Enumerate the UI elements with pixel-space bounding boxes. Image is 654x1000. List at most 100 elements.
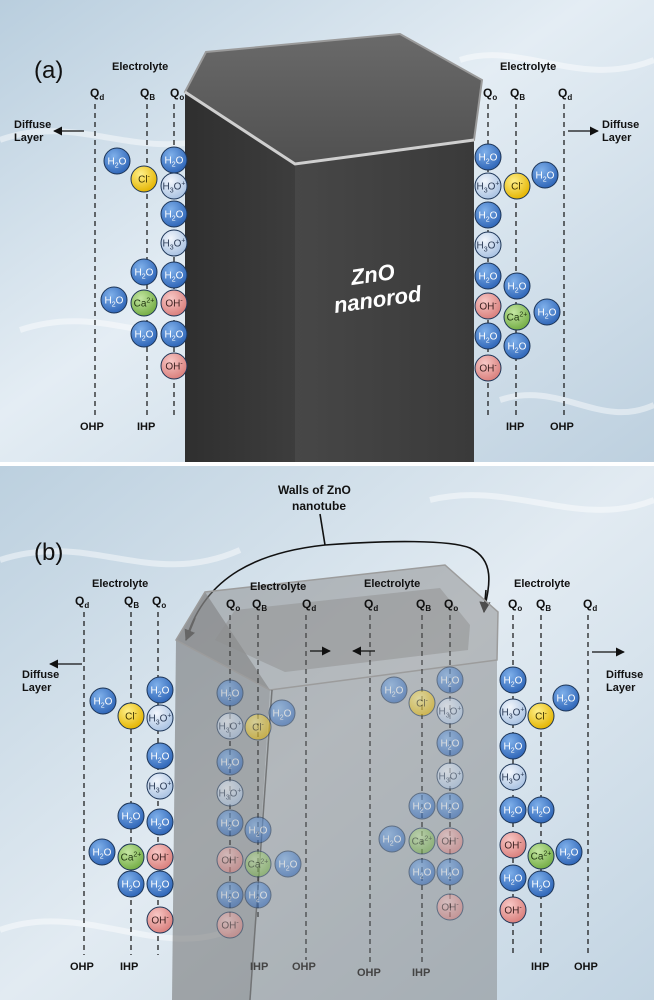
water-molecule-label: H2O [221, 758, 240, 771]
water-molecule-text-part: H [560, 848, 567, 859]
hydroxide-ion: OH- [160, 289, 188, 317]
water-molecule: H2O [100, 286, 128, 314]
water-molecule-text-part: 2 [567, 854, 571, 861]
water-molecule: H2O [146, 742, 174, 770]
hydronium-ion-text-part: O [513, 708, 521, 719]
b-outer-left-plane-labels: Qd QB Qo [75, 594, 166, 610]
water-molecule-text-part: O [146, 330, 154, 341]
water-molecule-sphere [380, 676, 408, 704]
panel-b-background [0, 466, 654, 1000]
nanotube-inner-opening [215, 588, 470, 672]
chloride-ion-label: Cl- [125, 711, 137, 723]
water-molecule-text-part: H [165, 330, 172, 341]
hydroxide-ion-label: OH- [151, 915, 169, 927]
a-right-plane-labels: Qo QB Qd [483, 86, 572, 102]
water-molecule: H2O [89, 687, 117, 715]
water-molecule-text-part: 2 [486, 159, 490, 166]
hydronium-ion-text-part: H [501, 708, 508, 719]
chloride-ion-text-part: Cl [252, 723, 261, 734]
hydroxide-ion: OH- [499, 896, 527, 924]
hydronium-ion-text-part: + [181, 181, 185, 188]
water-molecule-text-part: 2 [101, 703, 105, 710]
hydronium-ion-sphere [160, 229, 188, 257]
hydroxide-ion-text-part: - [236, 855, 239, 862]
hydronium-ion-text-part: 3 [509, 779, 513, 786]
hydronium-ion-text-part: H [438, 772, 445, 783]
a-left-qd: Qd [90, 86, 104, 102]
hydronium-ion-label: H3O+ [501, 707, 524, 721]
water-molecule-label: H2O [532, 880, 551, 893]
water-molecule-text-part: O [515, 676, 523, 687]
water-molecule-text-part: 2 [448, 808, 452, 815]
chloride-ion-sphere [408, 689, 436, 717]
hydronium-ion-text-part: + [520, 707, 524, 714]
hydroxide-ion-text-part: - [494, 363, 497, 370]
water-molecule-text-part: O [146, 268, 154, 279]
water-molecule: H2O [499, 666, 527, 694]
water-molecule-text-part: H [504, 676, 511, 687]
calcium-ion: Ca2+ [408, 827, 436, 855]
chloride-ion-sphere [503, 172, 531, 200]
water-molecule-text-part: H [413, 868, 420, 879]
water-molecule: H2O [160, 146, 188, 174]
hydroxide-ion-label: OH- [504, 905, 522, 917]
hydronium-ion-text-part: 3 [484, 247, 488, 254]
water-molecule-sphere [552, 684, 580, 712]
calcium-ion-sphere [244, 850, 272, 878]
water-molecule: H2O [146, 808, 174, 836]
hydroxide-ion-sphere [499, 831, 527, 859]
hydroxide-ion-text-part: - [180, 361, 183, 368]
chloride-ion-text-part: Cl [138, 175, 147, 186]
water-molecule-text-part: H [504, 874, 511, 885]
water-molecule-sphere [216, 881, 244, 909]
water-molecule-text-part: 2 [228, 764, 232, 771]
water-molecule: H2O [216, 809, 244, 837]
water-molecule-text-part: 2 [515, 348, 519, 355]
hydroxide-ion-text-part: OH [479, 364, 494, 375]
water-molecule: H2O [555, 838, 583, 866]
water-molecule-sphere [474, 143, 502, 171]
water-molecule-text-part: H [94, 697, 101, 708]
svg-text:Qd: Qd [364, 597, 378, 613]
walls-brace-stem [319, 513, 326, 546]
water-molecule-text-part: 2 [172, 336, 176, 343]
water-molecule-text-part: H [538, 308, 545, 319]
water-molecule-label: H2O [105, 296, 124, 309]
chloride-ion-label: Cl- [416, 698, 428, 710]
water-molecule-text-part: O [162, 686, 170, 697]
water-molecule-label: H2O [383, 835, 402, 848]
hydronium-ion: H3O+ [474, 172, 502, 200]
water-molecule-text-part: 2 [158, 758, 162, 765]
water-molecule-text-part: O [490, 211, 498, 222]
calcium-ion: Ca2+ [503, 303, 531, 331]
water-molecule-text-part: 2 [511, 748, 515, 755]
water-molecule-sphere [408, 858, 436, 886]
water-molecule-text-part: O [543, 806, 551, 817]
water-molecule-label: H2O [413, 802, 432, 815]
chloride-ion: Cl- [503, 172, 531, 200]
hydronium-ion: H3O+ [146, 772, 174, 800]
hydroxide-ion-sphere [216, 846, 244, 874]
water-molecule: H2O [436, 792, 464, 820]
calcium-ion-text-part: Ca [134, 299, 147, 310]
water-molecule: H2O [130, 258, 158, 286]
water-molecule-text-part: H [479, 332, 486, 343]
hydronium-ion: H3O+ [160, 229, 188, 257]
water-molecule-text-part: H [532, 806, 539, 817]
water-molecule: H2O [244, 816, 272, 844]
water-molecule-text-part: H [165, 156, 172, 167]
hydronium-ion-label: H3O+ [148, 781, 171, 795]
hydroxide-ion-sphere [160, 289, 188, 317]
water-molecule-sphere [436, 858, 464, 886]
water-molecule-text-part: O [394, 835, 402, 846]
hydronium-ion-sphere [146, 772, 174, 800]
chloride-ion-text-part: Cl [125, 712, 134, 723]
hydroxide-ion-label: OH- [221, 855, 239, 867]
b-outer-right-electrolyte: Electrolyte [514, 578, 570, 590]
hydroxide-ion-sphere [216, 911, 244, 939]
calcium-ion-sphere [117, 843, 145, 871]
calcium-ion-text-part: Ca [531, 852, 544, 863]
b-outer-right-plane-labels: Qo QB Qd [508, 597, 597, 613]
